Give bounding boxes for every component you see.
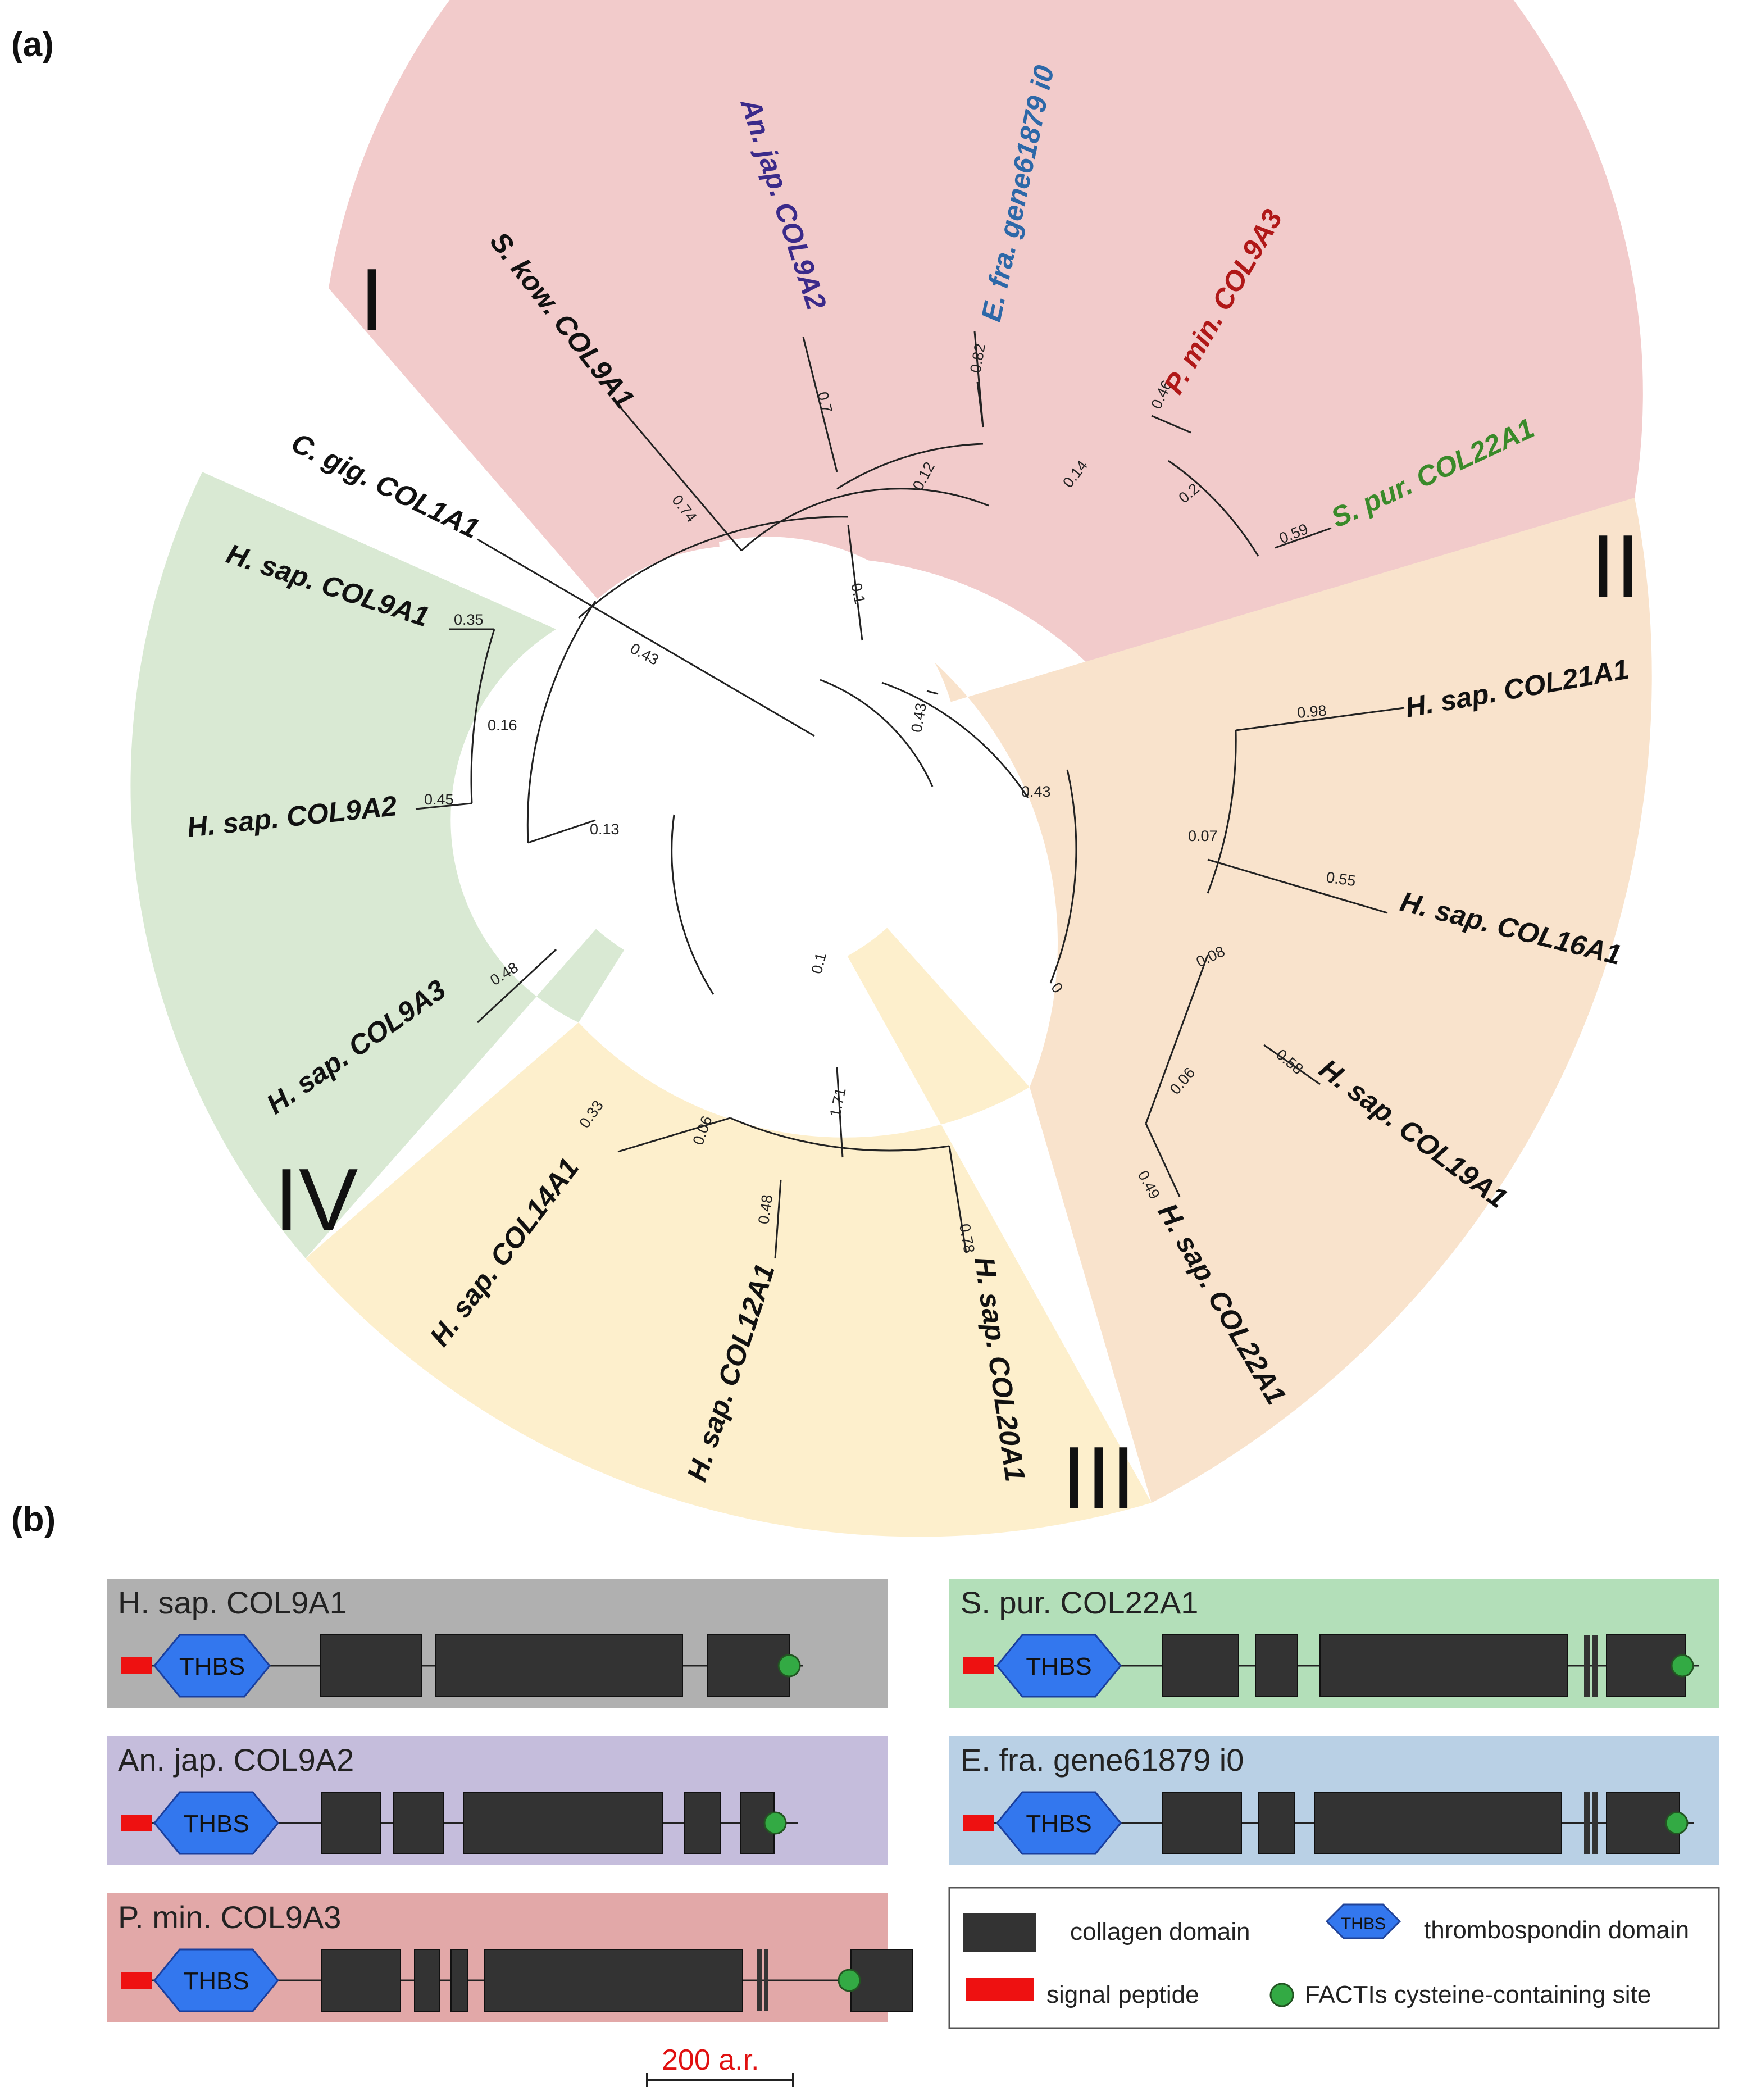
branch-length-h_sap_col21a1: 0.98 (1296, 702, 1327, 721)
collagen-domain (764, 1949, 768, 2011)
legend-signal-label: signal peptide (1046, 1981, 1199, 2008)
scale-bar-label: 200 a.r. (662, 2044, 759, 2076)
collagen-domain (1258, 1792, 1295, 1854)
collagen-domain (435, 1634, 683, 1697)
thbs-domain (153, 1791, 279, 1855)
branch-length-h_sap_col16a1: 0.55 (1325, 869, 1357, 889)
signal-peptide (963, 1815, 994, 1831)
clade-label-IV: IV (274, 1151, 358, 1249)
facit-site (1671, 1654, 1694, 1678)
legend-thbs-swatch-label: THBS (1341, 1915, 1386, 1933)
collagen-domain (684, 1792, 721, 1854)
thbs-domain (996, 1634, 1122, 1698)
signal-peptide (963, 1657, 994, 1674)
tree-branches (415, 331, 1405, 1259)
thbs-domain-label: THBS (1026, 1810, 1091, 1838)
scale-bar: 200 a.r. (646, 2044, 794, 2087)
collagen-domain (1592, 1792, 1598, 1854)
branch-length-internal: 0.13 (590, 821, 620, 838)
signal-peptide (121, 1972, 152, 1989)
collagen-domain (757, 1949, 762, 2011)
collagen-domain (707, 1634, 790, 1697)
clade-wedges (130, 0, 1652, 1537)
collagen-domain (1314, 1792, 1562, 1854)
branch-length-h_sap_col12a1: 0.48 (755, 1194, 776, 1225)
legend-frame (948, 1887, 1720, 2029)
collagen-domain (1592, 1635, 1598, 1697)
clade-label-III: III (1062, 1429, 1136, 1528)
clade-II-wedge (741, 498, 1652, 1503)
collagen-domain (1584, 1792, 1590, 1854)
branch-length-internal: 0.43 (1021, 783, 1051, 800)
branch-length-internal: 1.71 (827, 1087, 849, 1119)
facit-site (777, 1654, 801, 1678)
thbs-domain-label: THBS (183, 1967, 249, 1995)
branch-lower-arc (671, 814, 715, 995)
facit-site (838, 1969, 861, 1992)
collagen-domain (1255, 1634, 1298, 1697)
branch-length-h_sap_col9a1: 0.35 (454, 611, 484, 628)
protein-name: P. min. COL9A3 (118, 1899, 341, 1935)
facit-site (1665, 1811, 1689, 1835)
legend-thrombospondin-label: thrombospondin domain (1424, 1916, 1689, 1944)
thbs-domain-label: THBS (179, 1653, 245, 1680)
signal-peptide (121, 1815, 152, 1831)
collagen-domain (850, 1949, 913, 2012)
protein-name: E. fra. gene61879 i0 (961, 1742, 1244, 1778)
branch-inner-arc (881, 681, 1029, 798)
panel-label-a: (a) (11, 25, 54, 64)
clade-IV-wedge (130, 472, 741, 1258)
clade-I-inner-gap (719, 537, 899, 765)
collagen-domain (393, 1792, 444, 1854)
branch-right-arc (1049, 769, 1077, 984)
collagen-domain (1162, 1792, 1242, 1854)
facit-site (763, 1811, 787, 1835)
signal-peptide (121, 1657, 152, 1674)
thbs-domain (153, 1948, 279, 2012)
legend-facit-label: FACTIs cysteine-containing site (1305, 1981, 1651, 2008)
thbs-domain-label: THBS (183, 1810, 249, 1838)
branch-main-arc (577, 516, 849, 619)
collagen-domain (320, 1634, 422, 1697)
clade-label-I: I (359, 251, 384, 349)
collagen-domain (484, 1949, 743, 2012)
panel-label-b: (b) (11, 1500, 56, 1539)
collagen-domain (414, 1949, 440, 2012)
branch-root-arc (820, 679, 934, 787)
thbs-domain (996, 1791, 1122, 1855)
branch-length-internal: 0.07 (1188, 828, 1218, 844)
legend-signal-swatch (966, 1978, 1034, 2001)
branch-length-internal: 0.16 (488, 717, 517, 734)
protein-name: An. jap. COL9A2 (118, 1742, 354, 1778)
collagen-domain (1584, 1635, 1590, 1697)
collagen-domain (321, 1949, 401, 2012)
branch-length-h_sap_col9a2: 0.45 (424, 791, 454, 808)
collagen-domain (1162, 1634, 1239, 1697)
legend-collagen-swatch (963, 1913, 1036, 1952)
protein-panel: E. fra. gene61879 i0 THBS (949, 1736, 1719, 1865)
thbs-domain (153, 1634, 271, 1698)
collagen-domain (450, 1949, 468, 2012)
protein-name: S. pur. COL22A1 (961, 1585, 1198, 1620)
collagen-domain (321, 1792, 381, 1854)
legend: collagen domain THBS thrombospondin doma… (948, 1887, 1720, 2029)
protein-name: H. sap. COL9A1 (118, 1585, 347, 1620)
thbs-domain-label: THBS (1026, 1653, 1091, 1680)
collagen-domain (463, 1792, 663, 1854)
branch-left-arc (526, 601, 597, 843)
legend-collagen-label: collagen domain (1070, 1918, 1250, 1946)
clade-III-wedge (306, 765, 1152, 1537)
clade-label-II: II (1591, 517, 1640, 616)
collagen-domain (1319, 1634, 1568, 1697)
legend-thbs-swatch (1325, 1903, 1401, 1939)
legend-facit-swatch (1269, 1983, 1294, 2007)
